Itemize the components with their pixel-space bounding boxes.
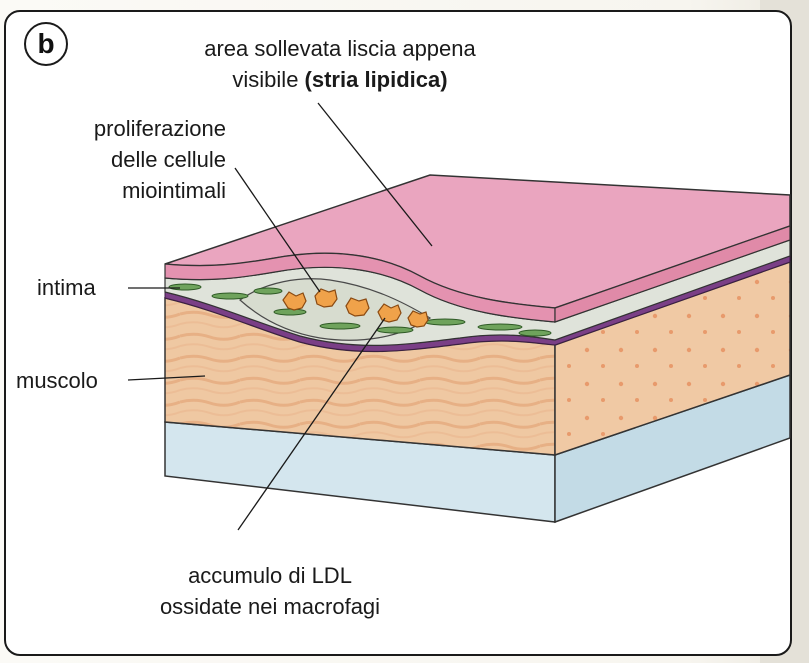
label-stria-lipidica: area sollevata liscia appena visibile (s…: [160, 33, 520, 95]
label-proliferazione: proliferazione delle cellule miointimali: [30, 113, 226, 206]
label-stria-line2: visibile (stria lipidica): [160, 64, 520, 95]
label-muscolo: muscolo: [16, 365, 98, 396]
label-intima: intima: [37, 272, 96, 303]
label-ldl-line1: accumulo di LDL: [110, 560, 430, 591]
label-stria-bold: (stria lipidica): [305, 67, 448, 92]
label-prolif-line1: proliferazione: [30, 113, 226, 144]
label-prolif-line2: delle cellule: [30, 144, 226, 175]
label-prolif-line3: miointimali: [30, 175, 226, 206]
label-stria-line1: area sollevata liscia appena: [160, 33, 520, 64]
label-ldl-line2: ossidate nei macrofagi: [110, 591, 430, 622]
label-accumulo-ldl: accumulo di LDL ossidate nei macrofagi: [110, 560, 430, 622]
label-stria-visible: visibile: [232, 67, 304, 92]
panel-letter: b: [24, 22, 68, 66]
